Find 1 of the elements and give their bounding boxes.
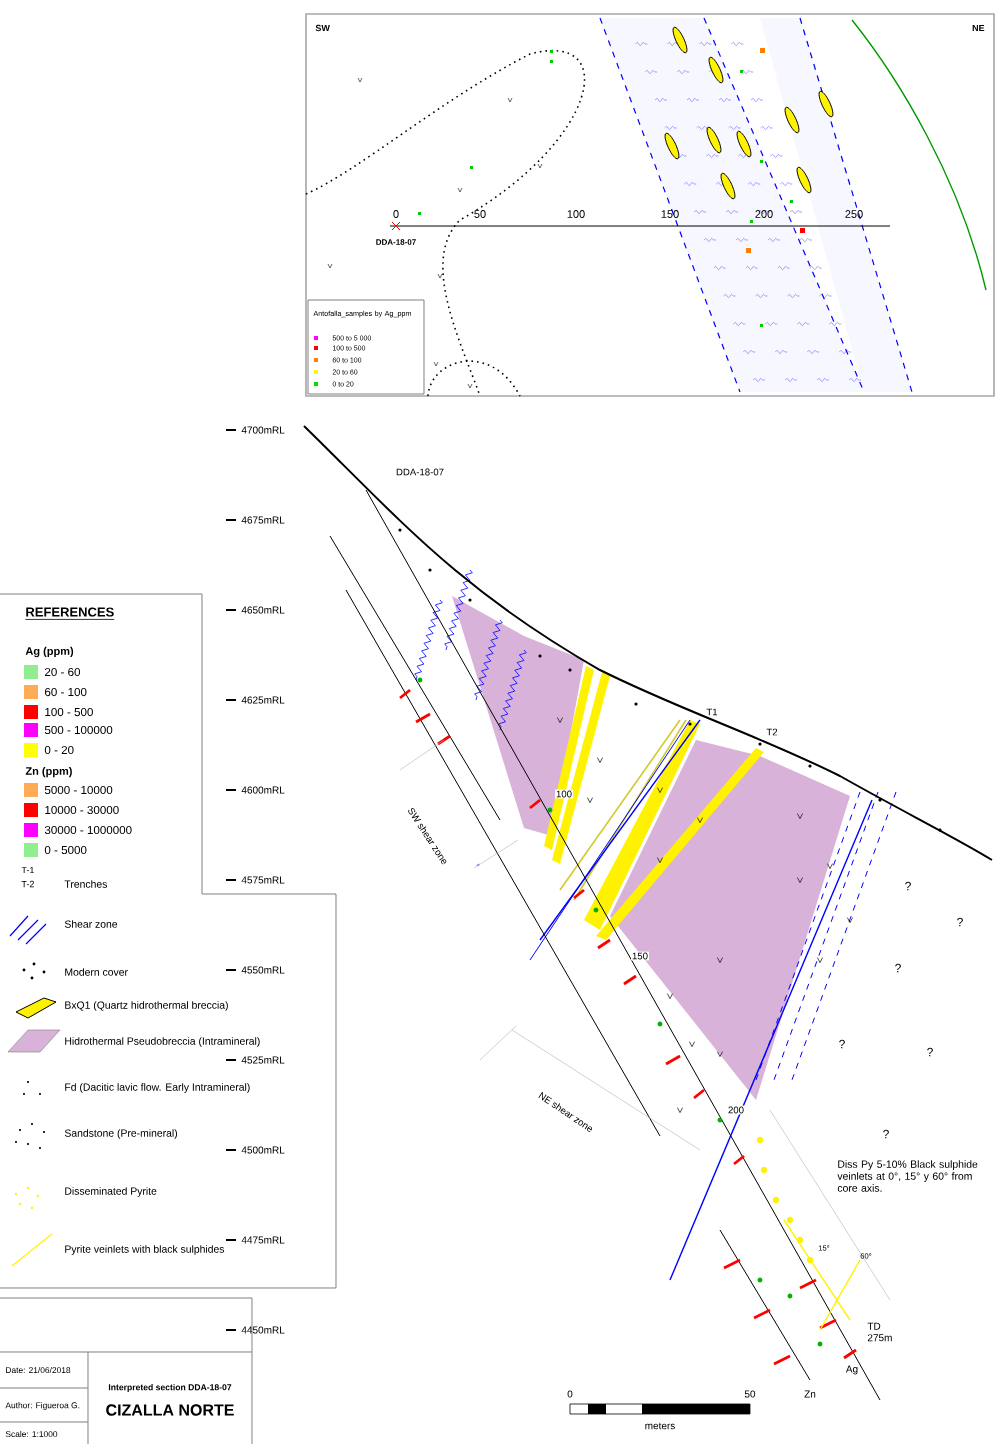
- title: CIZALLA NORTE: [106, 1404, 234, 1416]
